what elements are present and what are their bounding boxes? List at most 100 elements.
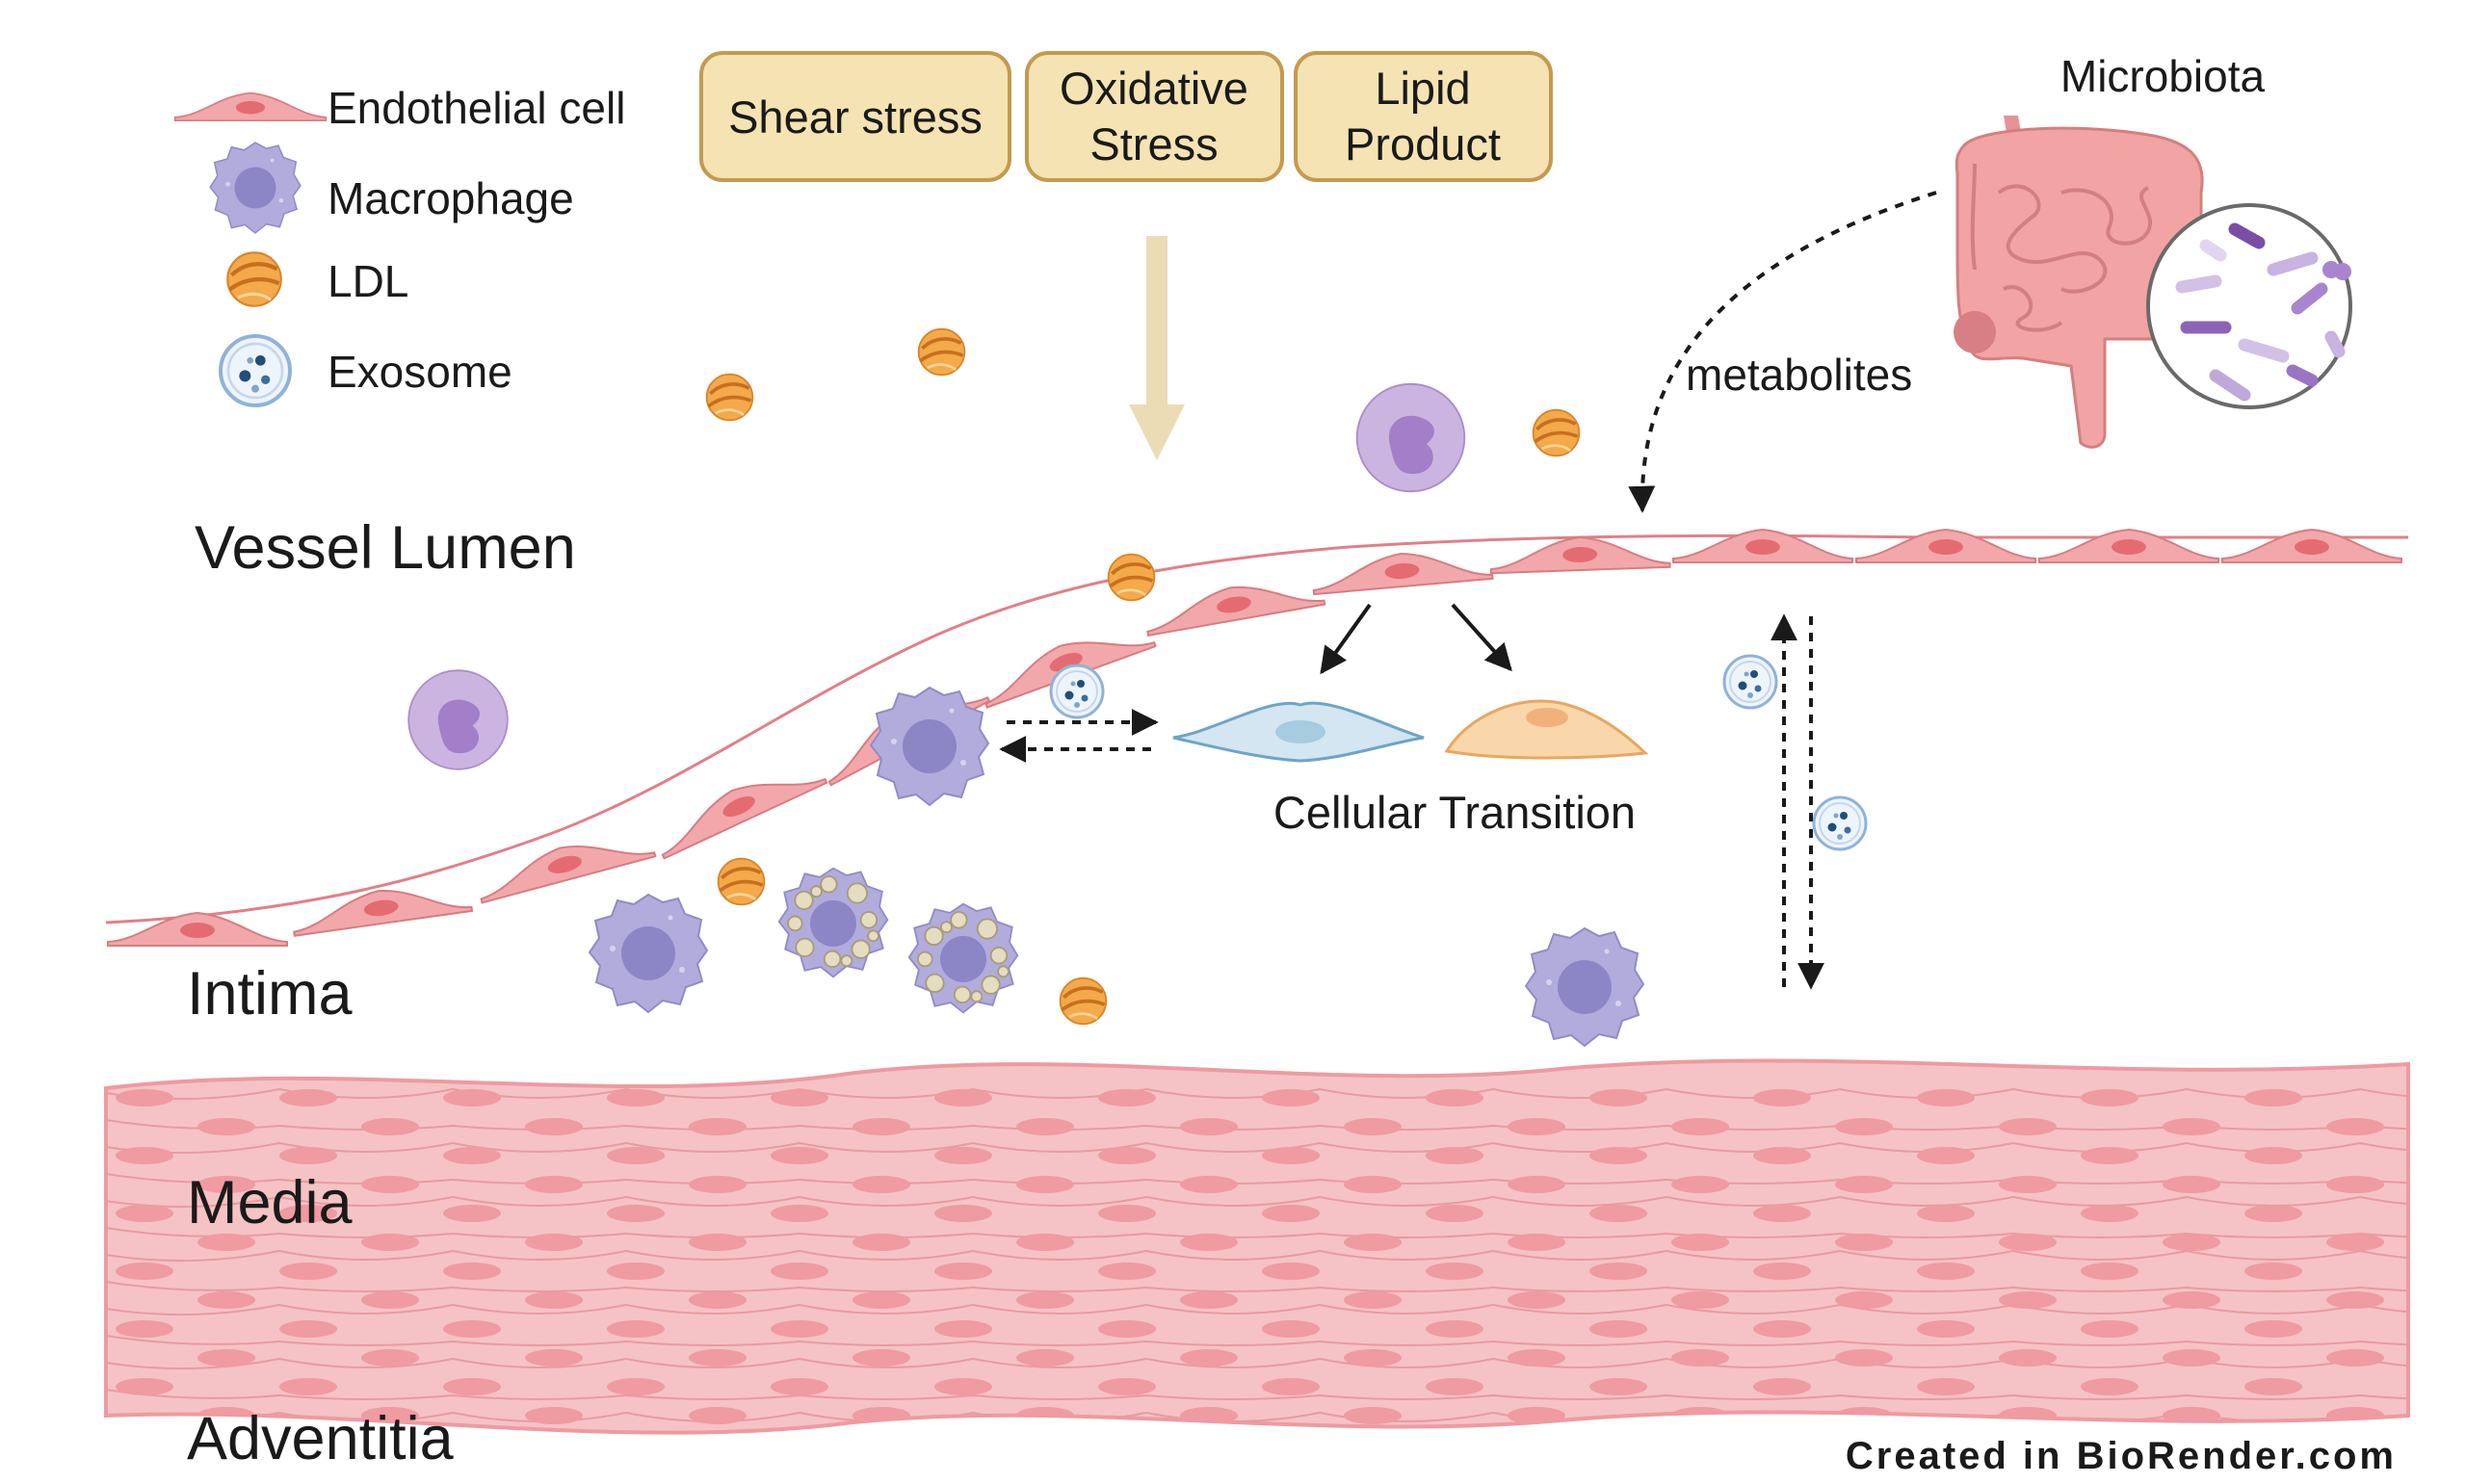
- smooth-muscle-nucleus: [1098, 1205, 1156, 1222]
- ldl-particle: [916, 326, 967, 378]
- smooth-muscle-nucleus: [1753, 1205, 1811, 1222]
- smooth-muscle-nucleus: [853, 1176, 910, 1193]
- smooth-muscle-nucleus: [1835, 1291, 1893, 1309]
- lipid-product-box: [1294, 51, 1553, 182]
- smooth-muscle-nucleus: [525, 1349, 583, 1367]
- legend-endothelial-label: Endothelial cell: [328, 83, 625, 133]
- smooth-muscle-nucleus: [1262, 1378, 1320, 1395]
- smooth-muscle-nucleus: [1262, 1263, 1320, 1280]
- smooth-muscle-nucleus: [1999, 1291, 2057, 1309]
- stimulus-boxes: Shear stress Oxidative Stress Lipid Prod…: [699, 51, 1553, 182]
- media-fiber: [106, 1281, 2408, 1292]
- media-fiber: [106, 1389, 2408, 1400]
- smooth-muscle-nucleus: [1344, 1407, 1402, 1424]
- smooth-muscle-nucleus: [2163, 1234, 2220, 1251]
- smooth-muscle-nucleus: [2326, 1291, 2384, 1309]
- smooth-muscle-nucleus: [2163, 1118, 2220, 1135]
- smooth-muscle-nucleus: [2244, 1263, 2302, 1280]
- smooth-muscle-nucleus: [1671, 1291, 1729, 1309]
- legend-exosome-label: Exosome: [328, 347, 512, 397]
- smooth-muscle-nucleus: [771, 1147, 828, 1164]
- media-fiber: [106, 1357, 2408, 1370]
- smooth-muscle-nucleus: [1753, 1147, 1811, 1164]
- smooth-muscle-nucleus: [1344, 1234, 1402, 1251]
- foam-cell: [907, 902, 1019, 1014]
- smooth-muscle-nucleus: [116, 1205, 173, 1222]
- smooth-muscle-nucleus: [1098, 1089, 1156, 1106]
- smooth-muscle-nucleus: [2326, 1176, 2384, 1193]
- smooth-muscle-nucleus: [689, 1176, 747, 1193]
- smooth-muscle-nucleus: [2408, 1089, 2466, 1106]
- media-fiber: [106, 1303, 2408, 1316]
- smooth-muscle-nucleus: [1016, 1118, 1074, 1135]
- smooth-muscle-nucleus: [2163, 1291, 2220, 1309]
- smooth-muscle-nucleus: [934, 1147, 992, 1164]
- smooth-muscle-nucleus: [2244, 1147, 2302, 1164]
- smooth-muscle-nucleus: [525, 1407, 583, 1424]
- smooth-muscle-nucleus: [1098, 1320, 1156, 1338]
- smooth-muscle-nucleus: [853, 1234, 910, 1251]
- smooth-muscle-nucleus: [1098, 1378, 1156, 1395]
- endothelial-cell: [1141, 571, 1326, 637]
- lipid-product-label-line2: Product: [1345, 118, 1501, 169]
- smooth-muscle-nucleus: [1999, 1176, 2057, 1193]
- smooth-muscle-nucleus: [1016, 1291, 1074, 1309]
- smooth-muscle-nucleus: [361, 1349, 419, 1367]
- smooth-muscle-nucleus: [607, 1147, 665, 1164]
- smooth-muscle-nucleus: [1917, 1089, 1975, 1106]
- exosome-exchange-arrows: [999, 709, 1159, 763]
- smooth-muscle-nucleus: [1344, 1349, 1402, 1367]
- smooth-muscle-nucleus: [197, 1234, 255, 1251]
- legend-macrophage-label: Macrophage: [328, 173, 574, 223]
- smooth-muscle-nucleus: [2081, 1089, 2138, 1106]
- smooth-muscle-nucleus: [1180, 1407, 1238, 1424]
- smooth-muscle-nucleus: [1589, 1320, 1647, 1338]
- smooth-muscle-nucleus: [607, 1320, 665, 1338]
- smooth-muscle-nucleus: [689, 1234, 747, 1251]
- smooth-muscle-nucleus: [1426, 1147, 1483, 1164]
- smooth-muscle-nucleus: [2244, 1378, 2302, 1395]
- media-fiber: [106, 1173, 2408, 1185]
- smooth-muscle-nucleus: [279, 1205, 337, 1222]
- smooth-muscle-nucleus: [1999, 1234, 2057, 1251]
- smooth-muscle-nucleus: [443, 1263, 501, 1280]
- smooth-muscle-nucleus: [1835, 1176, 1893, 1193]
- smooth-muscle-nucleus: [1180, 1234, 1238, 1251]
- smooth-muscle-nucleus: [1753, 1320, 1811, 1338]
- smooth-muscle-nucleus: [1753, 1089, 1811, 1106]
- media-fiber: [106, 1249, 2408, 1263]
- smooth-muscle-nucleus: [934, 1089, 992, 1106]
- smooth-muscle-nucleus: [2408, 1147, 2466, 1164]
- smooth-muscle-nucleus: [2244, 1089, 2302, 1106]
- smooth-muscle-nucleus: [1098, 1263, 1156, 1280]
- smooth-muscle-nucleus: [1589, 1378, 1647, 1395]
- endothelial-cell: [472, 823, 657, 904]
- macrophage: [589, 894, 708, 1013]
- media-fiber: [106, 1141, 2408, 1155]
- smooth-muscle-nucleus: [525, 1118, 583, 1135]
- smooth-muscle-nucleus: [2326, 1234, 2384, 1251]
- endothelial-cell: [649, 751, 828, 860]
- cellular-transition-label: Cellular Transition: [1273, 787, 1636, 838]
- smooth-muscle-nucleus: [1835, 1349, 1893, 1367]
- smooth-muscle-nucleus: [361, 1118, 419, 1135]
- smooth-muscle-nucleus: [771, 1089, 828, 1106]
- ldl-particle: [704, 372, 755, 423]
- smooth-muscle-nucleus: [1262, 1320, 1320, 1338]
- smooth-muscle-nucleus: [2081, 1320, 2138, 1338]
- resting-macrophage: [1355, 382, 1466, 493]
- smooth-muscle-nucleus: [1835, 1234, 1893, 1251]
- smooth-muscle-nucleus: [1508, 1349, 1565, 1367]
- smooth-muscle-nucleus: [1589, 1205, 1647, 1222]
- oxidative-stress-label-line2: Stress: [1089, 118, 1218, 169]
- oxidative-stress-label-line1: Oxidative: [1060, 63, 1248, 114]
- endothelial-cell: [1310, 544, 1494, 596]
- smooth-muscle-nucleus: [1180, 1349, 1238, 1367]
- endothelial-cell: [2221, 529, 2402, 563]
- smooth-muscle-nucleus: [2408, 1378, 2466, 1395]
- smooth-muscle-nucleus: [1917, 1147, 1975, 1164]
- smooth-muscle-nucleus: [934, 1320, 992, 1338]
- smooth-muscle-nucleus: [1508, 1234, 1565, 1251]
- smooth-muscle-nucleus: [1508, 1176, 1565, 1193]
- legend: Endothelial cell Macrophage LDL Exosome: [173, 83, 625, 407]
